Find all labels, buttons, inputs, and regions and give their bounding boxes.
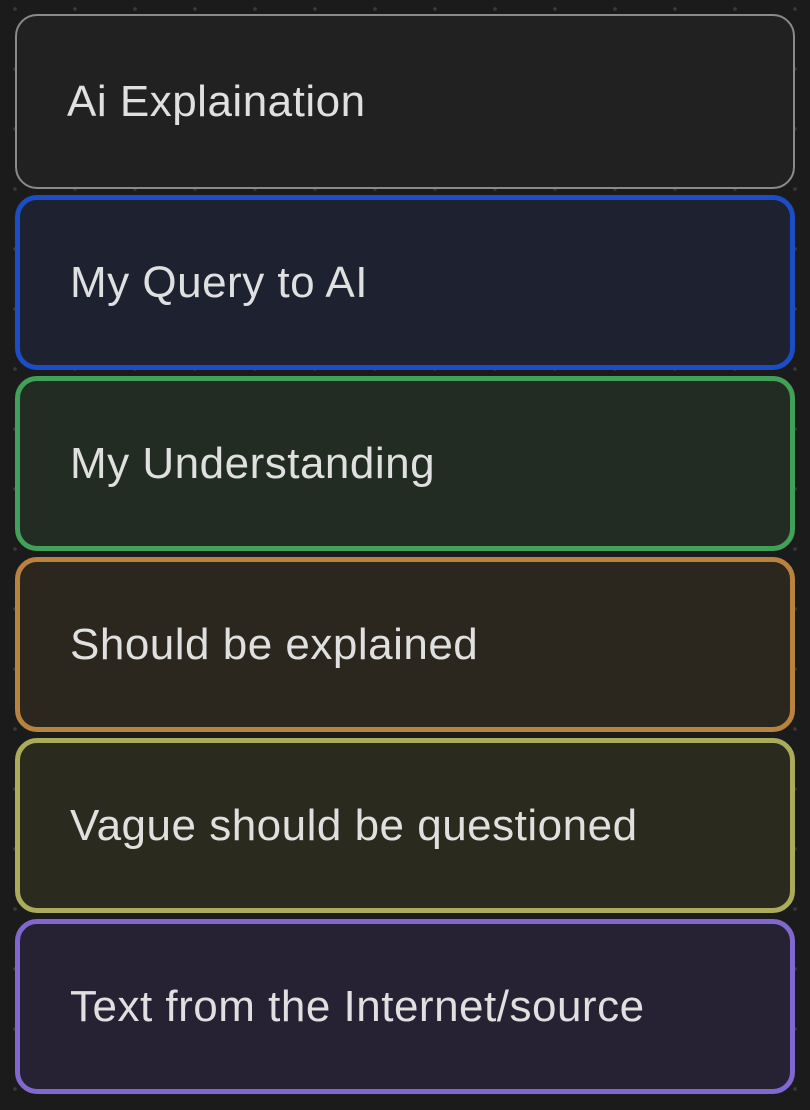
note-card-label: Text from the Internet/source	[70, 981, 645, 1031]
note-card-label: Vague should be questioned	[70, 800, 638, 850]
note-card-label: My Query to AI	[70, 257, 368, 307]
note-card-my-query-to-ai[interactable]: My Query to AI	[15, 195, 795, 370]
note-card-ai-explanation[interactable]: Ai Explaination	[15, 14, 795, 189]
note-card-text-from-internet-source[interactable]: Text from the Internet/source	[15, 919, 795, 1094]
note-card-label: My Understanding	[70, 438, 436, 488]
note-card-vague-should-be-questioned[interactable]: Vague should be questioned	[15, 738, 795, 913]
note-card-my-understanding[interactable]: My Understanding	[15, 376, 795, 551]
note-card-label: Ai Explaination	[67, 76, 366, 126]
note-card-label: Should be explained	[70, 619, 479, 669]
note-card-should-be-explained[interactable]: Should be explained	[15, 557, 795, 732]
